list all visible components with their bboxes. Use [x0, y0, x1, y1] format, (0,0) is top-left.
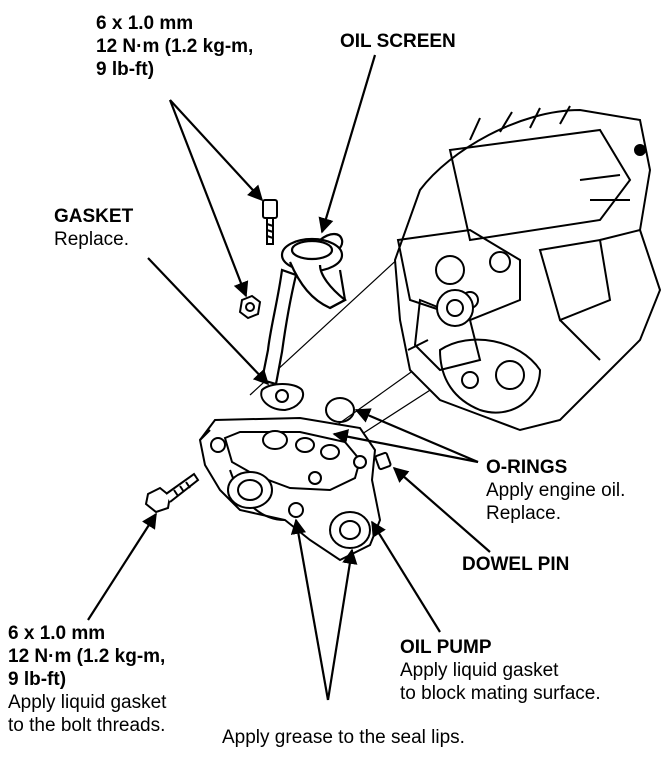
- gasket-title: GASKET: [54, 206, 134, 227]
- gasket-note: Replace.: [54, 229, 129, 250]
- oil-screen: [260, 232, 347, 386]
- oil-screen-label: OIL SCREEN: [340, 30, 456, 53]
- bottom-bolt-size: 6 x 1.0 mm: [8, 623, 106, 644]
- top-bolt-size: 6 x 1.0 mm: [96, 13, 194, 34]
- top-bolt-torque: 12 N·m (1.2 kg-m,: [96, 36, 254, 57]
- dowel-pin-title: DOWEL PIN: [462, 554, 570, 575]
- seal-lips-note: Apply grease to the seal lips.: [222, 727, 465, 748]
- bottom-bolt-torque-lbft: 9 lb-ft): [8, 669, 67, 690]
- top-nut: [238, 294, 262, 320]
- bottom-bolt: [144, 472, 200, 514]
- o-rings-label: O-RINGS Apply engine oil. Replace.: [486, 456, 625, 525]
- oil-pump-note-1: Apply liquid gasket: [400, 660, 559, 681]
- top-bolt: [262, 199, 278, 245]
- leader-arrows: [87, 54, 491, 701]
- top-bolt-torque-lbft: 9 lb-ft): [96, 59, 155, 80]
- bottom-bolt-torque: 12 N·m (1.2 kg-m,: [8, 646, 166, 667]
- seal-lips-label: Apply grease to the seal lips.: [222, 726, 465, 749]
- oil-pump-label: OIL PUMP Apply liquid gasket to block ma…: [400, 636, 601, 705]
- oil-screen-title: OIL SCREEN: [340, 31, 456, 52]
- gasket: [260, 383, 304, 412]
- gasket-label: GASKET Replace.: [54, 205, 133, 251]
- top-bolt-spec: 6 x 1.0 mm 12 N·m (1.2 kg-m, 9 lb-ft): [96, 12, 253, 81]
- engine-block: [393, 105, 662, 432]
- bottom-bolt-spec: 6 x 1.0 mm 12 N·m (1.2 kg-m, 9 lb-ft) Ap…: [8, 622, 166, 737]
- o-rings-title: O-RINGS: [486, 457, 568, 478]
- oil-pump-note-2: to block mating surface.: [400, 683, 601, 704]
- dowel-pin: [374, 451, 392, 471]
- oil-pump-title: OIL PUMP: [400, 637, 492, 658]
- o-rings-note-2: Replace.: [486, 503, 561, 524]
- o-rings-note-1: Apply engine oil.: [486, 480, 626, 501]
- bottom-bolt-note-1: Apply liquid gasket: [8, 692, 167, 713]
- bottom-bolt-note-2: to the bolt threads.: [8, 715, 166, 736]
- oil-pump: [198, 416, 382, 562]
- dowel-pin-label: DOWEL PIN: [462, 553, 569, 576]
